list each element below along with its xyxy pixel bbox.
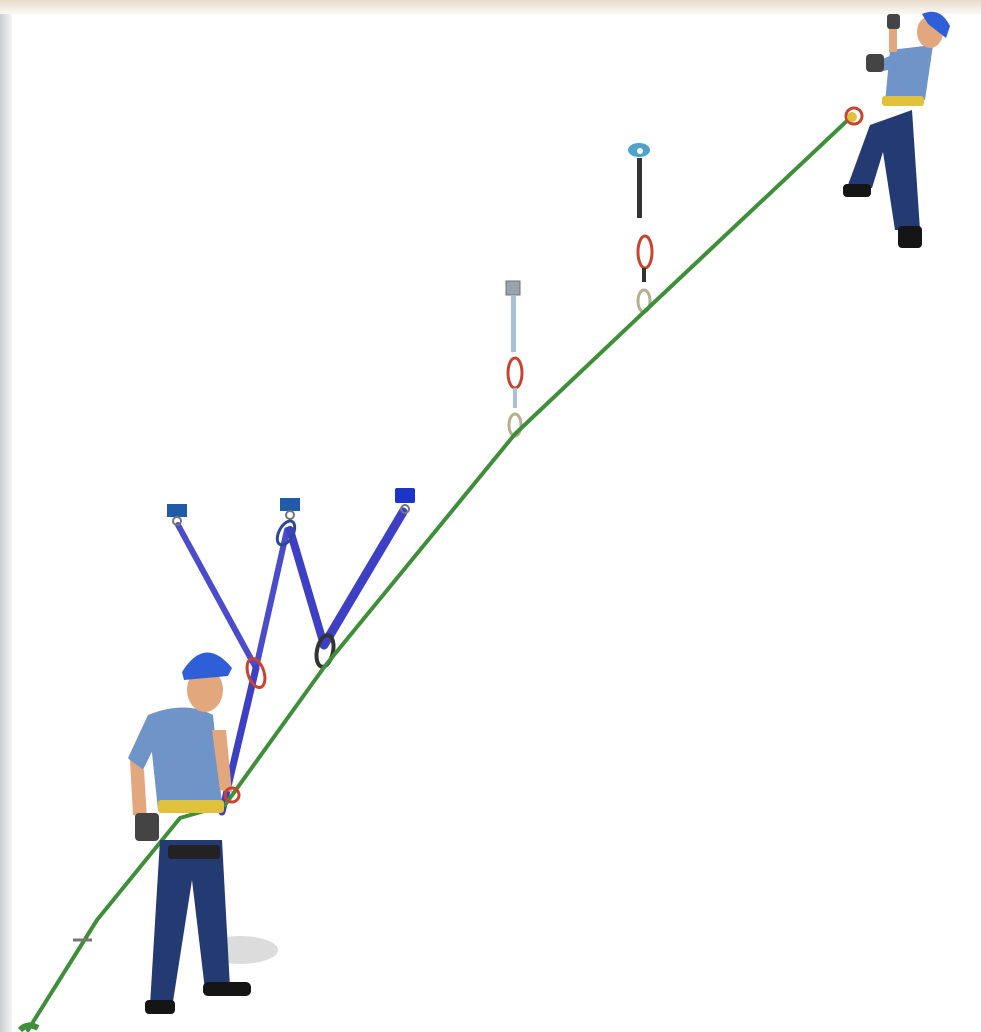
leader-climber-figure [843, 12, 950, 248]
quickdraw-icon [506, 281, 522, 436]
anchor-bolt-icon [167, 504, 187, 525]
anchor-bolt-icon [280, 498, 300, 519]
belayer-figure [128, 652, 278, 1014]
rope-icon [20, 118, 850, 1030]
quickdraw-icon [628, 143, 652, 312]
